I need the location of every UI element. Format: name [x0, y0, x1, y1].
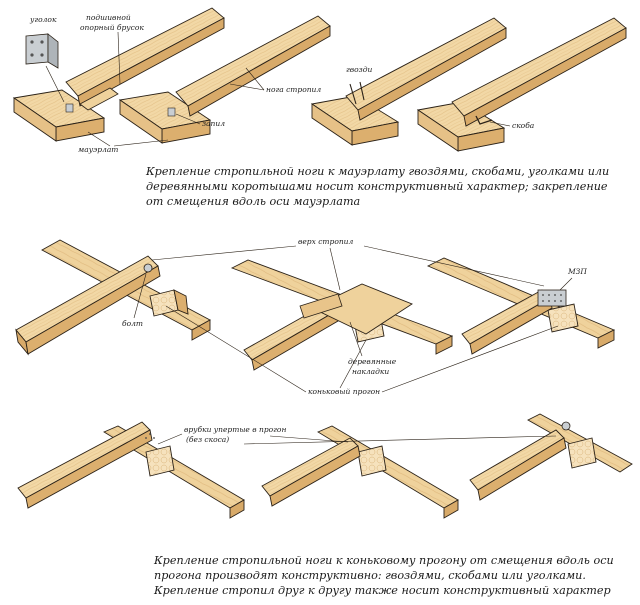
label-vrubki-1: врубки упертые в прогон: [184, 425, 286, 434]
ridge-beam: [145, 445, 175, 477]
label-gvozdi: гвозди: [346, 65, 373, 74]
caption-top-line: от смещения вдоль оси мауэрлата: [146, 195, 361, 208]
label-verkh-stropil: верх стропил: [298, 237, 354, 246]
label-mzp: МЗП: [567, 267, 587, 276]
metal-bracket: [65, 103, 74, 113]
mzp-plate-icon: [537, 289, 567, 307]
nail-icon: [349, 83, 357, 105]
panel-notch: [118, 15, 331, 144]
caption-bottom-line: прогона производят конструктивно: гвоздя…: [154, 569, 586, 582]
caption-top-line: деревянными коротышами носит конструктив…: [146, 180, 608, 193]
caption-bottom-line: Крепление стропильной ноги к коньковому …: [154, 554, 614, 567]
staple-icon: [475, 115, 493, 125]
bottom-labels: врубки упертые в прогон (без скоса): [157, 425, 557, 445]
angle-bracket-icon: [25, 33, 59, 69]
label-derevyannye-1: деревянные: [348, 357, 397, 366]
label-podshivnoy-1: подшивной: [86, 13, 131, 22]
label-zapil: запил: [202, 119, 225, 128]
bolt-icon: [561, 421, 571, 431]
panel-notch-ridge-1: [17, 421, 245, 519]
label-vrubki-2: (без скоса): [186, 435, 229, 444]
support-block: [79, 87, 119, 111]
caption-top: Крепление стропильной ноги к мауэрлату г…: [146, 164, 609, 209]
panel-notch-ridge-2: [261, 425, 459, 519]
panel-nails: [310, 17, 507, 146]
caption-bottom-line: Крепление стропил друг к другу также нос…: [154, 584, 611, 597]
panel-mzp-plate: [426, 257, 616, 355]
caption-top-line: Крепление стропильной ноги к мауэрлату г…: [146, 165, 610, 178]
bolt-icon: [143, 263, 153, 273]
label-bolt: болт: [122, 319, 143, 328]
rafter: [261, 437, 359, 497]
label-noga-stropil: нога стропил: [266, 85, 321, 94]
rafter: [469, 429, 565, 491]
caption-bottom: Крепление стропильной ноги к коньковому …: [154, 553, 614, 598]
label-derevyannye-2: накладки: [352, 367, 389, 376]
label-skoba: скоба: [512, 121, 534, 130]
label-mauerlat: мауэрлат: [78, 145, 118, 154]
middle-labels: верх стропил МЗП болт деревянные накладк…: [122, 237, 587, 396]
top-labels: уголок подшивной опорный брусок нога стр…: [29, 13, 534, 154]
ridge-beam: [357, 445, 387, 477]
panel-staple: [416, 17, 627, 152]
panel-angle-bracket: [12, 7, 225, 142]
panel-notch-ridge-3: [469, 413, 633, 501]
panel-wooden-overlays: [230, 259, 454, 371]
nail-icon: [359, 81, 365, 101]
label-podshivnoy-2: опорный брусок: [80, 23, 144, 32]
label-ugolok: уголок: [29, 15, 57, 24]
ridge-beam: [567, 437, 597, 469]
rafter: [17, 421, 151, 499]
label-konkovy-progon: коньковый прогон: [308, 387, 380, 396]
